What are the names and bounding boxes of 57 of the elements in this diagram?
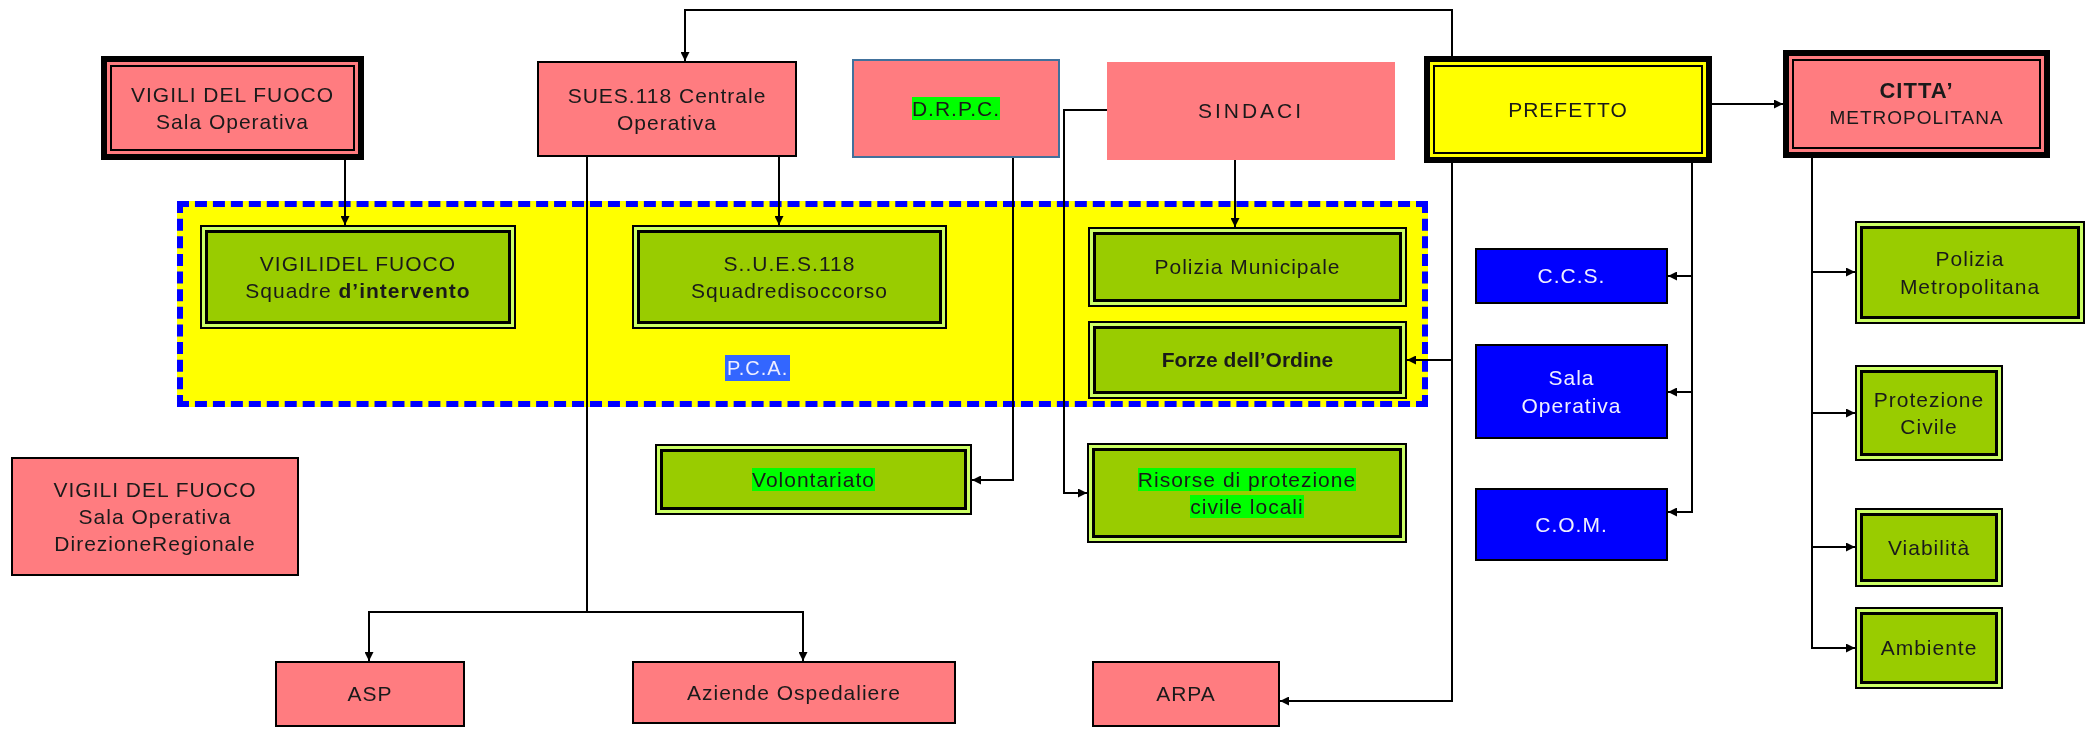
unit-box bbox=[1088, 321, 1407, 399]
node-label: Viabilità bbox=[1886, 534, 1972, 561]
node-label: SINDACI bbox=[1196, 98, 1306, 125]
connector-arrow bbox=[971, 157, 1014, 485]
connector-arrow bbox=[680, 9, 1453, 62]
organization-box bbox=[275, 661, 465, 727]
organization-box bbox=[537, 61, 797, 157]
connector-arrow bbox=[1711, 99, 1784, 109]
unit-box bbox=[1855, 508, 2003, 587]
connector-arrow bbox=[340, 159, 350, 226]
node-label: VIGILIDEL FUOCO Squadre d’intervento bbox=[244, 250, 472, 304]
node-label: ARPA bbox=[1155, 681, 1217, 708]
unit-box bbox=[1855, 607, 2003, 689]
node-label: VIGILI DEL FUOCO Sala Operativa bbox=[129, 81, 336, 135]
organization-box bbox=[632, 661, 956, 724]
organization-box bbox=[11, 457, 299, 576]
node-label: Aziende Ospedaliere bbox=[686, 679, 902, 706]
node-label: ASP bbox=[346, 681, 394, 708]
node-label: PREFETTO bbox=[1507, 96, 1629, 123]
organization-box bbox=[1092, 661, 1280, 727]
organization-box bbox=[1107, 62, 1395, 160]
organization-box bbox=[1475, 248, 1668, 304]
unit-box bbox=[655, 444, 972, 515]
node-label: Polizia Municipale bbox=[1153, 254, 1342, 281]
unit-box bbox=[1088, 227, 1407, 307]
node-label: VIGILI DEL FUOCO Sala Operativa DirezioneRegionale bbox=[52, 476, 258, 558]
unit-box bbox=[1855, 221, 2085, 324]
node-label: Volontariato bbox=[751, 466, 876, 493]
unit-box bbox=[1855, 365, 2003, 461]
connector-arrow bbox=[1667, 162, 1693, 517]
node-label: Sala Operativa bbox=[1520, 365, 1623, 419]
node-label: Protezione Civile bbox=[1872, 386, 1986, 440]
organization-box bbox=[101, 56, 364, 160]
group-label: P.C.A. bbox=[725, 355, 791, 381]
node-label: SUES.118 Centrale Operativa bbox=[566, 82, 768, 136]
node-label: METROPOLITANA bbox=[1828, 105, 2005, 130]
node-label: CITTA’ bbox=[1878, 77, 1955, 106]
node-label: C.C.S. bbox=[1536, 263, 1607, 290]
organization-box bbox=[852, 59, 1060, 158]
connector-arrow bbox=[1230, 159, 1240, 228]
organization-box bbox=[1783, 50, 2050, 158]
node-label: S..U.E.S.118 Squadredisoccorso bbox=[690, 250, 889, 304]
node-label: C.O.M. bbox=[1534, 511, 1609, 538]
group-area bbox=[177, 201, 1428, 407]
connector-arrow bbox=[774, 156, 784, 226]
unit-box bbox=[200, 225, 516, 329]
unit-box bbox=[632, 225, 947, 329]
node-label: Ambiente bbox=[1879, 635, 1979, 662]
node-label: D.R.P.C. bbox=[910, 95, 1002, 122]
node-label: Forze dell’Ordine bbox=[1160, 347, 1335, 374]
node-label: Polizia Metropolitana bbox=[1898, 246, 2042, 300]
organization-box bbox=[1475, 344, 1668, 439]
node-label: Risorse di protezione civile locali bbox=[1136, 466, 1358, 520]
unit-box bbox=[1087, 443, 1407, 543]
organization-box bbox=[1424, 56, 1712, 163]
organization-box bbox=[1475, 488, 1668, 561]
connector-arrow bbox=[1063, 109, 1108, 498]
